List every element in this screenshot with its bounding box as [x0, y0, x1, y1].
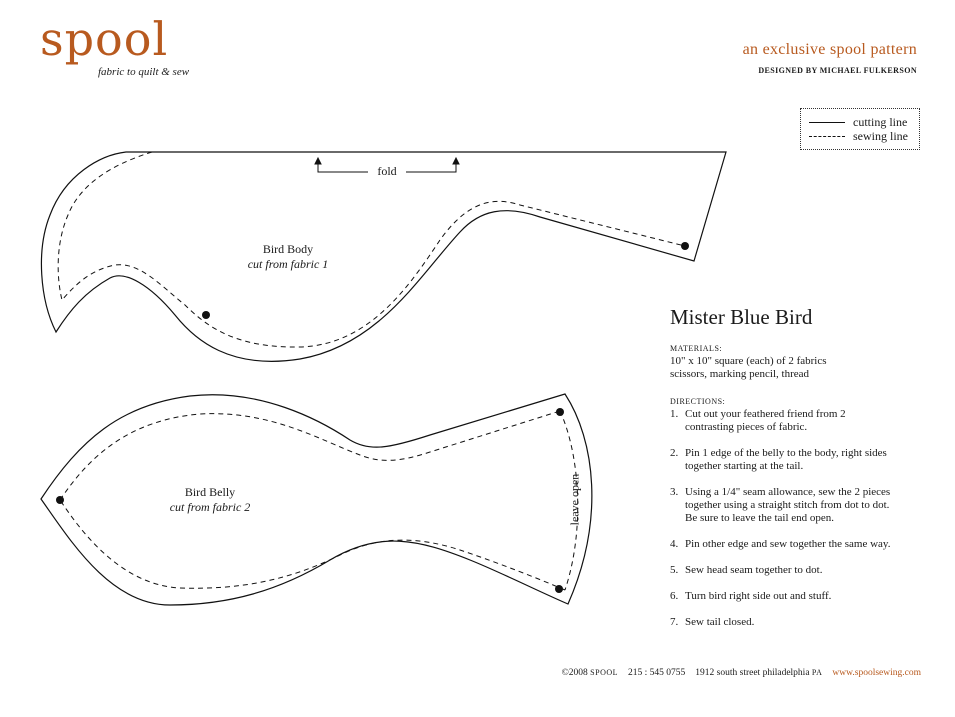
- cutting-line-sample: [809, 121, 845, 123]
- legend-sewing: sewing line: [809, 129, 908, 143]
- direction-step: 6. Turn bird right side out and stuff.: [670, 590, 930, 603]
- copyright-year: ©2008: [561, 668, 588, 678]
- sewing-line-sample: [809, 135, 845, 137]
- footer-address: 1912 south street philadelphia PA: [695, 668, 822, 678]
- step-number: 6.: [670, 590, 679, 602]
- footer-copyright: ©2008 SPOOL: [562, 668, 618, 678]
- fold-label: fold: [377, 164, 397, 178]
- direction-step: 7. Sew tail closed.: [670, 616, 930, 629]
- body-dot-tail: [681, 242, 689, 250]
- footer-phone: 215 : 545 0755: [628, 668, 686, 678]
- step-number: 2.: [670, 447, 679, 459]
- step-number: 3.: [670, 486, 679, 498]
- body-cutting-line: [40, 151, 727, 362]
- legend-sewing-label: sewing line: [853, 128, 908, 143]
- footer: ©2008 SPOOL 215 : 545 0755 1912 south st…: [562, 668, 921, 678]
- step-line: Pin other edge and sew together the same…: [685, 538, 891, 550]
- step-number: 7.: [670, 616, 679, 628]
- directions-heading: DIRECTIONS:: [670, 397, 726, 406]
- materials-list: 10" x 10" square (each) of 2 fabrics sci…: [670, 355, 930, 381]
- step-line: together starting at the tail.: [685, 460, 804, 472]
- copyright-brand: SPOOL: [590, 668, 619, 677]
- step-line: Sew head seam together to dot.: [685, 564, 823, 576]
- step-line: together using a straight stitch from do…: [685, 499, 890, 511]
- address-state: PA: [811, 668, 823, 677]
- footer-website-link[interactable]: www.spoolsewing.com: [832, 668, 921, 678]
- material-item: scissors, marking pencil, thread: [670, 368, 809, 380]
- designer-credit: DESIGNED BY MICHAEL FULKERSON: [758, 66, 917, 75]
- belly-label: Bird Belly cut from fabric 2: [148, 485, 272, 515]
- step-line: Pin 1 edge of the belly to the body, rig…: [685, 447, 887, 459]
- body-dot-lower: [202, 311, 210, 319]
- step-line: Using a 1/4" seam allowance, sew the 2 p…: [685, 486, 891, 498]
- directions-list: 1. Cut out your feathered friend from 2 …: [670, 408, 930, 629]
- direction-step: 2. Pin 1 edge of the belly to the body, …: [670, 447, 930, 473]
- belly-sewing-line: [59, 410, 579, 591]
- step-line: Sew tail closed.: [685, 616, 755, 628]
- logo-tagline: fabric to quilt & sew: [98, 66, 190, 78]
- pattern-title: Mister Blue Bird: [670, 305, 813, 329]
- address-city: philadelphia: [762, 668, 810, 678]
- body-sewing-line: [57, 151, 686, 348]
- body-label: Bird Body cut from fabric 1: [226, 242, 350, 272]
- direction-step: 5. Sew head seam together to dot.: [670, 564, 930, 577]
- body-name: Bird Body: [262, 242, 314, 256]
- legend-cutting-label: cutting line: [853, 114, 908, 129]
- step-line: contrasting pieces of fabric.: [685, 421, 808, 433]
- line-legend: cutting line sewing line: [800, 108, 920, 150]
- belly-dot-head: [56, 496, 64, 504]
- direction-step: 1. Cut out your feathered friend from 2 …: [670, 408, 930, 434]
- spool-logo: spool: [40, 12, 169, 66]
- address-street: 1912 south street: [695, 668, 761, 678]
- instructions-panel: Mister Blue Bird MATERIALS: 10" x 10" sq…: [670, 304, 930, 642]
- belly-instruction: cut from fabric 2: [169, 500, 251, 514]
- direction-step: 3. Using a 1/4" seam allowance, sew the …: [670, 486, 930, 525]
- materials-heading: MATERIALS:: [670, 344, 723, 353]
- fold-indicator: [314, 156, 460, 173]
- material-item: 10" x 10" square (each) of 2 fabrics: [670, 355, 827, 367]
- belly-dot-top: [556, 408, 564, 416]
- pattern-subtitle: an exclusive spool pattern: [742, 41, 917, 58]
- belly-dot-bottom: [555, 585, 563, 593]
- body-instruction: cut from fabric 1: [247, 257, 329, 271]
- step-line: Be sure to leave the tail end open.: [685, 512, 835, 524]
- step-line: Turn bird right side out and stuff.: [685, 590, 832, 602]
- belly-cutting-line: [40, 393, 593, 606]
- step-number: 4.: [670, 538, 679, 550]
- direction-step: 4. Pin other edge and sew together the s…: [670, 538, 930, 551]
- belly-name: Bird Belly: [184, 485, 236, 499]
- leave-open-label: leave open: [567, 473, 582, 526]
- step-number: 1.: [670, 408, 679, 420]
- step-number: 5.: [670, 564, 679, 576]
- legend-cutting: cutting line: [809, 115, 907, 129]
- step-line: Cut out your feathered friend from 2: [685, 408, 846, 420]
